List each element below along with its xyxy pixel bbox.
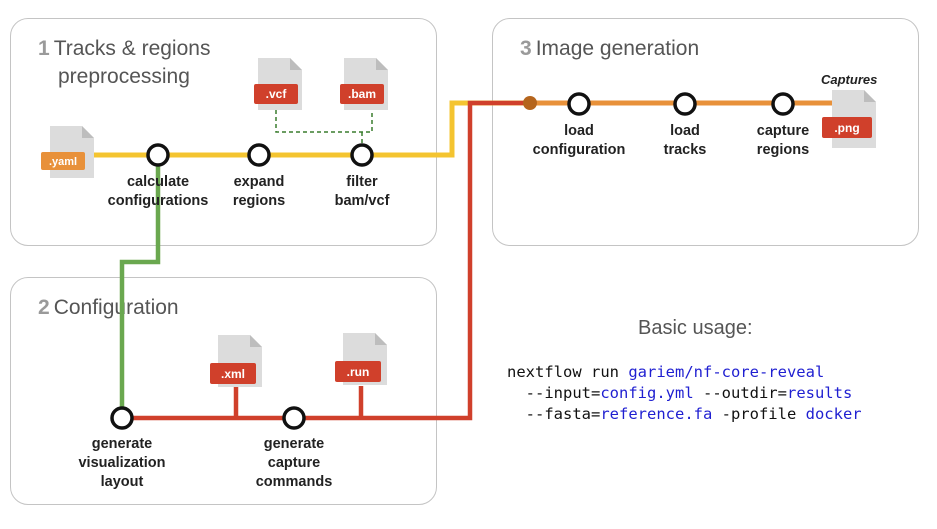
file-label-png: .png: [834, 121, 859, 135]
captures-label: Captures: [821, 72, 878, 87]
bam-file-icon: .bam: [340, 58, 388, 110]
file-label-xml: .xml: [221, 367, 245, 381]
step-generate-capture-commands: generate capture commands: [256, 435, 333, 492]
basic-usage-title: Basic usage:: [638, 317, 753, 339]
node-load-tracks: [673, 92, 697, 116]
run-file-icon: .run: [335, 333, 387, 385]
code-text: --outdir=: [693, 384, 787, 402]
node-generate-capture-commands: [282, 406, 306, 430]
xml-file-icon: .xml: [210, 335, 262, 387]
step-label-line: configuration: [532, 142, 626, 158]
step-filter-bam-vcf: filter bam/vcf: [335, 173, 390, 211]
step-label-line: capture: [756, 123, 810, 139]
step-label-line: visualization: [78, 455, 166, 471]
panel-number: 2: [38, 296, 50, 319]
step-label-line: regions: [232, 193, 286, 209]
node-generate-visualization-layout: [110, 406, 134, 430]
file-label-bam: .bam: [348, 87, 376, 101]
step-label-line: load: [564, 123, 594, 139]
yellow-flow-line: [80, 100, 530, 158]
code-value: docker: [805, 405, 862, 423]
step-label-line: expand: [233, 174, 285, 190]
png-file-icon: .png: [822, 90, 876, 148]
step-load-tracks: load tracks: [664, 122, 707, 160]
step-label-line: configurations: [107, 193, 209, 209]
step-label-line: generate: [263, 436, 325, 452]
code-text: nextflow run: [507, 363, 629, 381]
step-label-line: generate: [91, 436, 153, 452]
step-label-line: regions: [756, 142, 810, 158]
step-label-line: tracks: [663, 142, 707, 158]
panel-number: 3: [520, 37, 532, 60]
junction-node: [523, 96, 537, 110]
panel-title-text: Tracks & regions: [53, 37, 211, 60]
step-capture-regions: capture regions: [757, 122, 809, 160]
code-value: gariem/nf-core-reveal: [628, 363, 825, 381]
code-text: --fasta=: [507, 405, 601, 423]
step-label-line: load: [670, 123, 700, 139]
node-expand-regions: [247, 143, 271, 167]
step-label-line: capture: [267, 455, 321, 471]
step-label-line: bam/vcf: [334, 193, 390, 209]
step-label-line: layout: [100, 474, 144, 490]
step-label-line: calculate: [126, 174, 190, 190]
file-label-yaml: .yaml: [49, 156, 77, 168]
panel-title-text-2: preprocessing: [58, 65, 190, 88]
usage-code-block: nextflow run gariem/nf-core-reveal --inp…: [507, 362, 862, 425]
yaml-file-icon: .yaml: [41, 126, 94, 178]
red-flow-line: [122, 100, 530, 421]
step-calculate-configurations: calculate configurations: [108, 173, 209, 211]
node-load-configuration: [567, 92, 591, 116]
panel-title-text: Image generation: [535, 37, 700, 60]
code-text: --input=: [507, 384, 601, 402]
code-value: config.yml: [600, 384, 694, 402]
node-calculate-configurations: [146, 143, 170, 167]
step-label-line: commands: [255, 474, 333, 490]
step-label-line: filter: [346, 174, 378, 190]
file-label-run: .run: [347, 365, 370, 379]
step-expand-regions: expand regions: [233, 173, 285, 211]
code-value: results: [786, 384, 853, 402]
node-filter-bam-vcf: [350, 143, 374, 167]
code-text: -profile: [712, 405, 806, 423]
green-flow-line: [119, 155, 161, 418]
step-load-configuration: load configuration: [533, 122, 626, 160]
node-capture-regions: [771, 92, 795, 116]
panel-number: 1: [38, 37, 50, 60]
step-generate-visualization-layout: generate visualization layout: [78, 435, 165, 492]
file-label-vcf: .vcf: [266, 87, 288, 101]
vcf-file-icon: .vcf: [254, 58, 302, 110]
code-value: reference.fa: [600, 405, 713, 423]
panel-title-text: Configuration: [53, 296, 179, 319]
